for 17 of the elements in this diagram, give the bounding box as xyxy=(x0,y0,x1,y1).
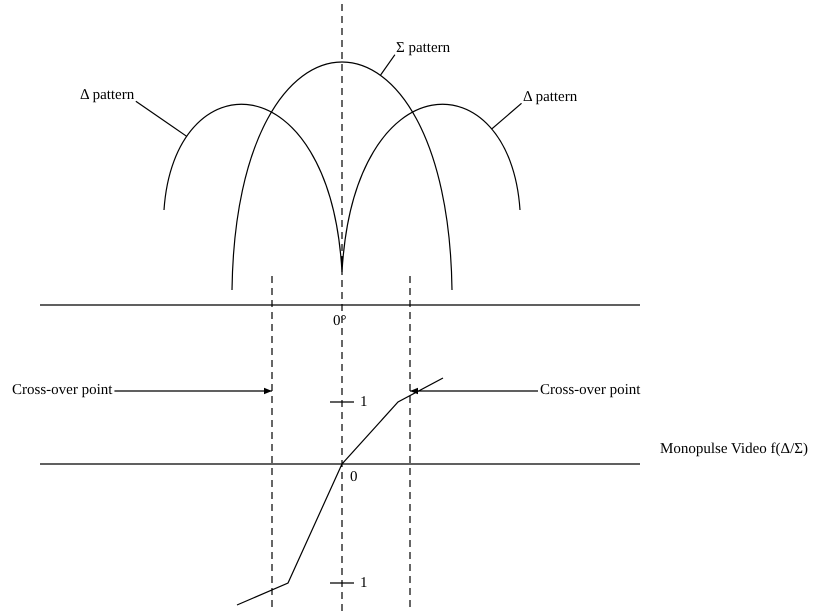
pattern-curve xyxy=(163,104,343,272)
axis-label: Monopulse Video f(Δ/Σ) xyxy=(660,441,810,458)
leader-line xyxy=(380,54,396,76)
pattern-curve xyxy=(341,104,521,272)
pattern-label: Δ pattern xyxy=(523,89,578,106)
pattern-label: Σ pattern xyxy=(396,40,450,57)
leader-line xyxy=(135,100,187,137)
leader-line xyxy=(491,102,522,130)
tick-label: 0 xyxy=(350,469,358,486)
pattern-curve xyxy=(231,62,453,290)
tick-label: 1 xyxy=(360,575,368,592)
pattern-label: Δ pattern xyxy=(80,87,134,104)
arrow xyxy=(114,388,272,394)
tick-label: 1 xyxy=(360,394,368,411)
callout-text: Cross-over point xyxy=(12,382,112,399)
arrow xyxy=(410,388,538,394)
callout-text: Cross-over point xyxy=(540,382,640,399)
